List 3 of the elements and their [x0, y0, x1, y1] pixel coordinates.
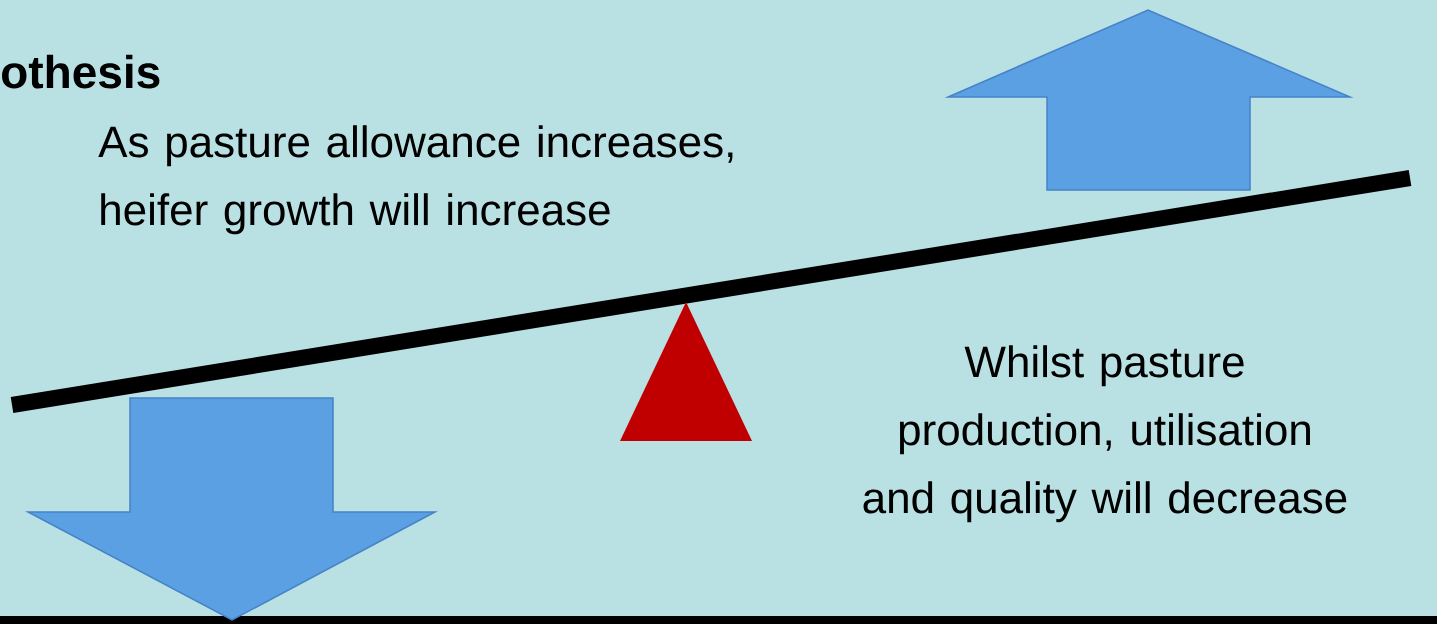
title: othesis: [2, 54, 160, 89]
hypothesis-text: Whilst pasture production, utilisation and quality will decrease: [863, 345, 1347, 523]
hypothesis-text: As pasture allowance increases, heifer growth will increase: [98, 125, 733, 235]
